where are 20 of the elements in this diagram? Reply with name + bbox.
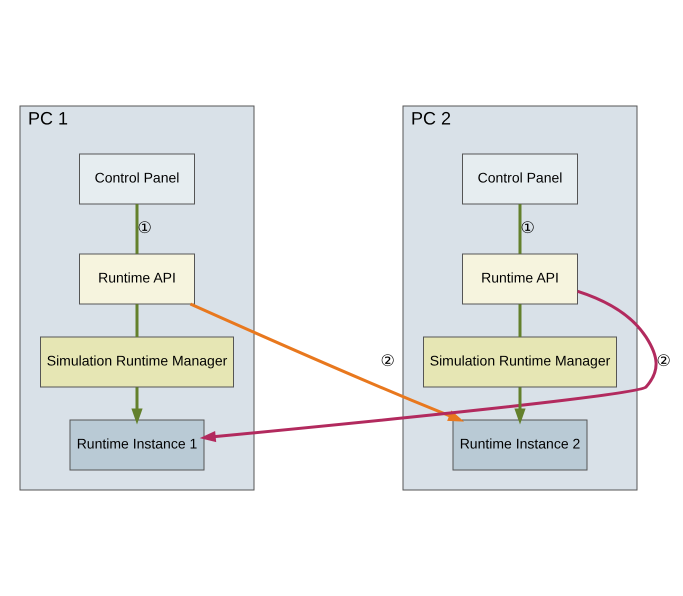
connector [518, 204, 522, 254]
node-box: Runtime Instance 2 [452, 420, 588, 470]
connector [136, 204, 138, 254]
edge-label: ① [520, 220, 534, 237]
arrow [514, 387, 526, 425]
node-box: Control Panel [462, 154, 578, 204]
arrow [190, 302, 464, 422]
edge-label: ② [656, 352, 670, 370]
arrow [200, 290, 658, 442]
node-box: Simulation Runtime Manager [423, 336, 617, 388]
node-box: Simulation Runtime Manager [40, 336, 234, 388]
edge-label: ① [138, 220, 152, 237]
connector [136, 304, 138, 337]
arrow [131, 387, 143, 425]
node-box: Runtime API [79, 254, 195, 304]
edge-label: ② [380, 352, 394, 370]
node-box: Control Panel [79, 154, 195, 204]
node-box: Runtime API [462, 254, 578, 304]
node-box: Runtime Instance 1 [70, 420, 204, 470]
connector [518, 304, 522, 337]
